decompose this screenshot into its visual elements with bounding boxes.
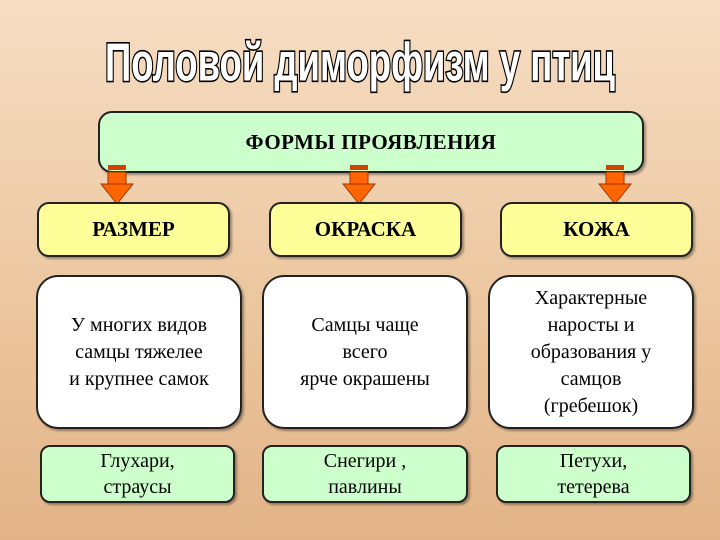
description-skin-text: Характерные наросты и образования у самц… [530, 286, 652, 417]
description-color-text: Самцы чаще всего ярче окрашены [300, 313, 430, 390]
description-skin-box: Характерные наросты и образования у самц… [488, 275, 694, 429]
category-skin-box: КОЖА [500, 202, 693, 257]
examples-skin-box: Петухи, тетерева [496, 445, 691, 503]
description-size-box: У многих видов самцы тяжелее и крупнее с… [36, 275, 242, 429]
arrow-down-icon [598, 165, 632, 205]
examples-skin-text: Петухи, тетерева [557, 450, 630, 498]
examples-size-box: Глухари, страусы [40, 445, 235, 503]
description-color-box: Самцы чаще всего ярче окрашены [262, 275, 468, 429]
category-color-label: ОКРАСКА [314, 217, 417, 241]
examples-color-box: Снегири , павлины [262, 445, 468, 503]
category-skin-label: КОЖА [563, 217, 630, 241]
main-forms-box: ФОРМЫ ПРОЯВЛЕНИЯ [98, 111, 644, 173]
main-forms-label: ФОРМЫ ПРОЯВЛЕНИЯ [245, 129, 497, 154]
category-size-label: РАЗМЕР [92, 217, 175, 241]
arrow-down-icon [100, 165, 134, 205]
page-title-container: Половой диморфизм у птиц [0, 28, 720, 98]
description-size-text: У многих видов самцы тяжелее и крупнее с… [69, 313, 209, 390]
arrow-down-icon [342, 165, 376, 205]
category-color-box: ОКРАСКА [269, 202, 462, 257]
page-title-graphic: Половой диморфизм у птиц [104, 31, 617, 94]
examples-color-text: Снегири , павлины [323, 450, 407, 498]
examples-size-text: Глухари, страусы [100, 450, 175, 498]
page-title: Половой диморфизм у птиц [105, 33, 615, 93]
category-size-box: РАЗМЕР [37, 202, 230, 257]
